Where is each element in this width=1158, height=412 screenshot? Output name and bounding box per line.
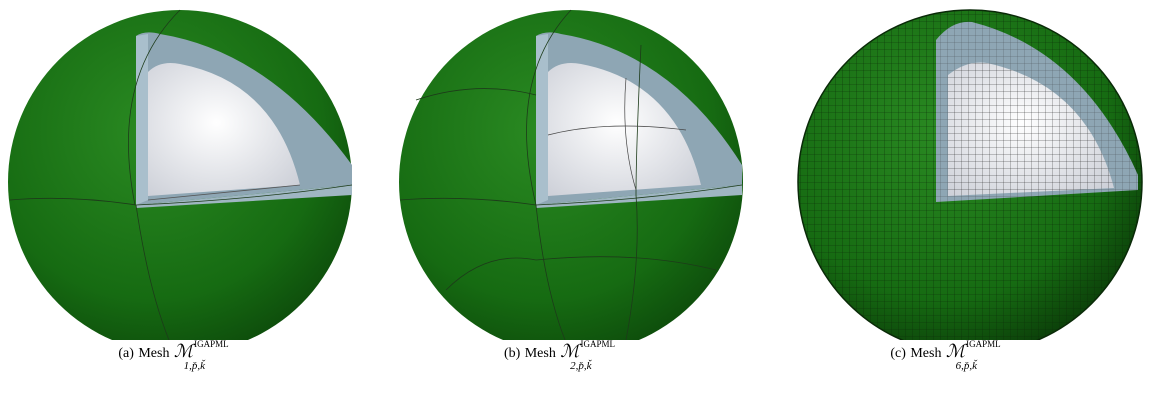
figure-c: (c) Mesh ℳIGAPML 6,p̌,ǩ [772, 0, 1158, 412]
caption-superscript: IGAPML [966, 339, 1001, 349]
patch-lines [9, 9, 353, 340]
patch-lines [399, 9, 743, 340]
caption-word: Mesh [138, 346, 170, 361]
caption-subscript: 6,p̌,ǩ [955, 360, 978, 372]
caption-superscript: IGAPML [580, 339, 616, 349]
pml-face [536, 34, 548, 205]
sphere-render-a [8, 9, 353, 340]
pml-face [136, 34, 148, 205]
inner-sphere [148, 63, 300, 196]
caption-word: Mesh [910, 346, 942, 361]
sphere-render-c [797, 9, 1143, 340]
caption-subscript: 1,p̌,ǩ [183, 360, 206, 372]
sphere-outline [797, 9, 1143, 340]
sphere-render-b [399, 9, 743, 340]
figure-b: (b) Mesh ℳIGAPML 2,p̌,ǩ [386, 0, 772, 412]
caption-word: Mesh [524, 346, 556, 361]
inner-patch-lines [547, 77, 687, 191]
inner-sphere [548, 63, 701, 196]
caption-a: (a) Mesh ℳIGAPML 1,p̌,ǩ [0, 339, 386, 372]
caption-symbol: ℳ [945, 341, 966, 362]
caption-label: (b) [503, 346, 521, 361]
caption-c: (c) Mesh ℳIGAPML 6,p̌,ǩ [772, 339, 1158, 372]
caption-subscript: 2,p̌,ǩ [570, 360, 592, 372]
caption-symbol: ℳ [173, 341, 194, 362]
inner-mesh [948, 62, 1114, 196]
caption-superscript: IGAPML [194, 339, 229, 349]
caption-label: (a) [118, 346, 134, 361]
caption-symbol: ℳ [560, 341, 580, 362]
caption-label: (c) [890, 346, 906, 361]
figure-a: (a) Mesh ℳIGAPML 1,p̌,ǩ [0, 0, 386, 412]
caption-b: (b) Mesh ℳIGAPML 2,p̌,ǩ [386, 339, 772, 372]
